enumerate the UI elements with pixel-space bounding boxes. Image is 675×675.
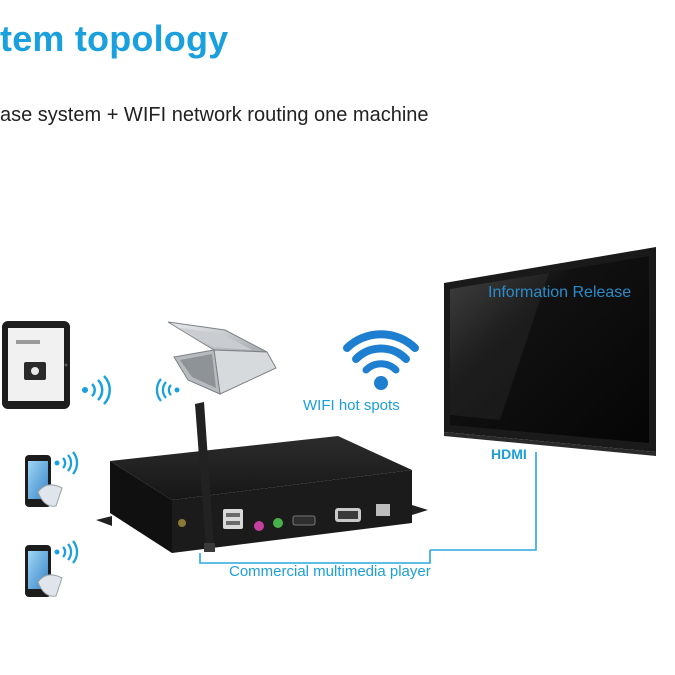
smartphone-signal-icon — [54, 451, 79, 475]
antenna-icon — [195, 402, 215, 552]
hdmi-connector-line — [430, 452, 537, 551]
page-subtitle: ase system + WIFI network routing one ma… — [0, 104, 429, 126]
laptop-signal-icon — [155, 378, 180, 402]
player-connector-line — [199, 550, 431, 564]
information-release-label: Information Release — [488, 284, 632, 301]
commercial-player-label: Commercial multimedia player — [229, 563, 431, 580]
multimedia-player-box — [96, 436, 428, 553]
wifi-hot-spots-label: WIFI hot spots — [303, 397, 400, 414]
display-screen — [444, 247, 656, 456]
laptop-icon — [167, 321, 277, 395]
smartphone-signal-icon — [54, 540, 79, 564]
page-title: tem topology — [0, 18, 229, 59]
smartphone-icon — [25, 545, 63, 597]
tablet-signal-icon — [82, 375, 111, 405]
smartphone-icon — [25, 455, 63, 507]
hdmi-label: HDMI — [491, 446, 527, 462]
wifi-icon — [343, 330, 419, 390]
tablet-icon — [2, 321, 70, 409]
